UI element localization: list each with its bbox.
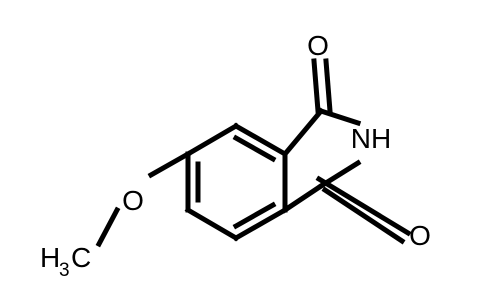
carbonyl-top-bond-a — [311, 58, 321, 114]
imide-ring — [281, 58, 412, 245]
atom-label-oxygen-top: O — [307, 30, 329, 61]
carbonyl-top-bond-b — [323, 58, 333, 114]
bond-o-ch3 — [95, 206, 121, 248]
atom-label-oxygen-ether: O — [122, 185, 144, 216]
atom-label-methyl-c: C — [71, 242, 91, 273]
bond-c6-c7 — [184, 206, 240, 242]
atom-label-oxygen-bottom: O — [409, 220, 431, 251]
aromatic-inner-bond-3 — [232, 201, 277, 230]
bond-c4-c5 — [184, 122, 240, 158]
bond-c5-o — [147, 150, 192, 179]
aromatic-inner-bond-1 — [232, 134, 277, 163]
atom-label-methyl-subscript: 3 — [59, 260, 70, 281]
methoxy-group — [95, 150, 192, 248]
bond-c1-n — [317, 107, 362, 127]
bond-c3a-c1 — [281, 107, 325, 158]
bond-c7-c7a — [232, 206, 289, 242]
bond-c3a-c4 — [232, 122, 289, 158]
carbonyl-bottom-bond-a — [315, 175, 412, 237]
atom-label-nh: NH — [351, 123, 391, 154]
benzene-ring — [184, 122, 289, 242]
carbonyl-bottom-bond-b — [321, 186, 406, 245]
atom-label-methyl-h: H — [40, 242, 60, 273]
bond-c3-c7a — [281, 182, 325, 214]
